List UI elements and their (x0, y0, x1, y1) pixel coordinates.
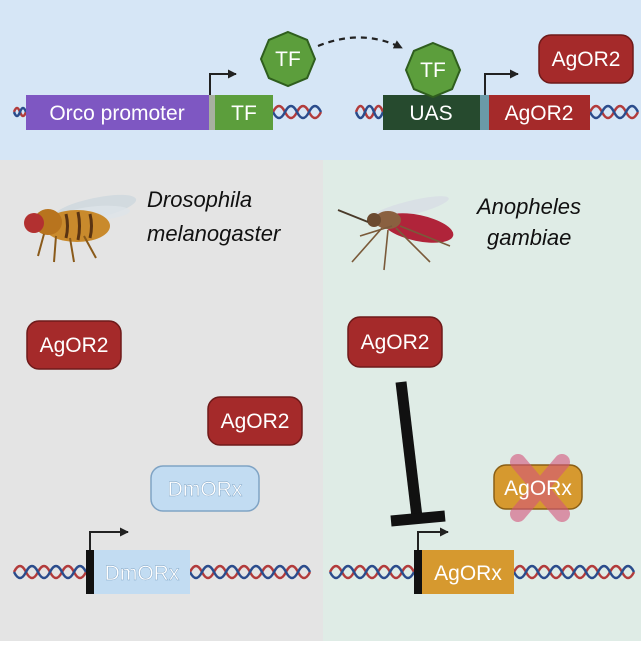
agor2-protein-left-1-label: AgOR2 (40, 334, 109, 357)
orco-promoter-block (26, 95, 209, 130)
dmorx-protein-label: DmORx (168, 478, 243, 501)
dna-helix-bottom-left (12, 564, 312, 580)
tf-protein-left-octagon (259, 30, 317, 88)
agorx-promoter-arrow (417, 527, 449, 550)
dmorx-protein (150, 465, 260, 512)
agor2-promoter-arrow (484, 69, 519, 95)
agor2-protein-top (538, 34, 634, 84)
dmorx-gene-label: DmORx (105, 562, 180, 585)
responder-spacer (480, 95, 489, 130)
degradation-cross-icon (510, 454, 570, 522)
dna-helix-top-left (12, 104, 323, 120)
tf-gene-block (215, 95, 273, 130)
agorx-gene-block (422, 550, 514, 594)
agor2-gene-label: AgOR2 (505, 102, 574, 125)
orco-promoter-label: Orco promoter (49, 102, 184, 125)
tf-promoter-arrow (209, 69, 237, 95)
tf-translocation-arrow (317, 36, 403, 49)
agor2-protein-left-2-label: AgOR2 (221, 410, 290, 433)
agor2-protein-left-2 (207, 396, 303, 446)
tf-protein-right-label: TF (420, 59, 446, 82)
agor2-protein-top-label: AgOR2 (552, 48, 621, 71)
inhibition-symbol (390, 381, 446, 527)
tf-protein-left-label: TF (275, 48, 301, 71)
drosophila-species-line1: Drosophila (147, 187, 252, 212)
tf-gene-label: TF (231, 102, 257, 125)
dna-helix-top-right (354, 104, 640, 120)
uas-label: UAS (409, 102, 452, 125)
tf-protein-right-octagon (404, 41, 462, 99)
driver-spacer (209, 95, 215, 130)
dna-helix-bottom-right (328, 564, 636, 580)
dmorx-gene-block (94, 550, 190, 594)
dmorx-promoter-bar (86, 550, 94, 594)
agor2-gene-block (489, 95, 590, 130)
fruit-fly-icon (24, 194, 137, 263)
uas-block (383, 95, 480, 130)
agorx-protein-label: AgORx (504, 477, 572, 500)
agorx-promoter-bar (414, 550, 422, 594)
anopheles-species-line1: Anopheles (475, 194, 581, 219)
top-panel-background (0, 0, 641, 160)
agor2-protein-right (347, 316, 443, 368)
dmorx-promoter-arrow (89, 527, 129, 550)
mosquito-icon (337, 196, 454, 271)
anopheles-species-line2: gambiae (487, 225, 571, 250)
drosophila-species-line2: melanogaster (147, 221, 282, 246)
agor2-protein-right-label: AgOR2 (361, 331, 430, 354)
agor2-protein-left-1 (26, 320, 122, 370)
agorx-gene-label: AgORx (434, 562, 502, 585)
